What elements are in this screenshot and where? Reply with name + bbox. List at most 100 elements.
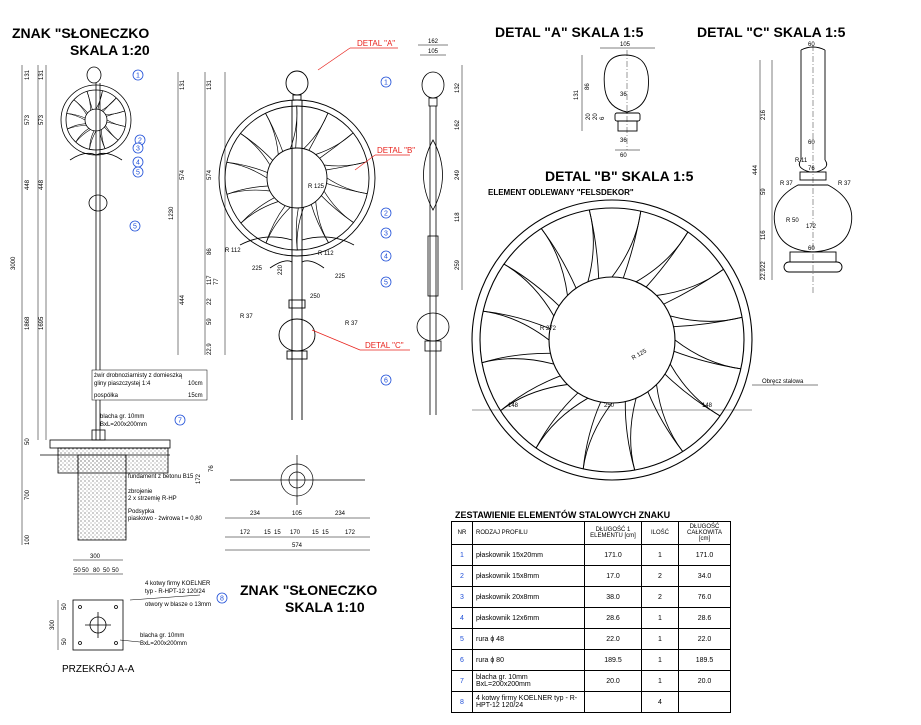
sun-ray-edge: [588, 209, 600, 279]
sun-ray-edge: [73, 99, 88, 114]
cell-len: 28.6: [584, 607, 642, 629]
cell-total: 20.0: [678, 670, 731, 692]
sun-ray: [326, 177, 368, 195]
sun-ray-edge: [226, 185, 269, 195]
dim-448: 448: [25, 179, 31, 190]
mid-dim-22-9: 22.9: [207, 343, 213, 355]
sun-ray: [635, 231, 689, 283]
sun-ray-edge: [535, 392, 579, 449]
callout-detal-c: DETAL "C": [365, 341, 404, 350]
cell-len: 189.5: [584, 649, 642, 671]
detail-c: [759, 45, 853, 295]
cell-len: 17.0: [584, 565, 642, 587]
marker-label: 7: [178, 418, 182, 425]
sun-ray-edge: [89, 130, 95, 150]
dim-3000: 3000: [11, 256, 17, 270]
mid-225b: 225: [335, 274, 346, 280]
cell-nr: 5: [451, 628, 473, 650]
table-title: ZESTAWIENIE ELEMENTÓW STALOWYCH ZNAKU: [455, 510, 671, 520]
cell-nr: 3: [451, 586, 473, 608]
a-6: 6: [600, 116, 606, 120]
sun-ray: [587, 209, 594, 282]
mid-dim-117: 117: [207, 275, 213, 285]
sun-ray-edge: [265, 113, 284, 152]
note-pospolka-dim: 15cm: [188, 393, 203, 399]
th-len: DŁUGOŚĆ 1 ELEMENTU [cm]: [584, 521, 642, 545]
table-header-row: NR RODZAJ PROFILU DŁUGOŚĆ 1 ELEMENTU [cm…: [451, 521, 731, 545]
marker-label: 2: [138, 138, 142, 145]
note-zbrojenie1: zbrojenie: [128, 489, 153, 495]
marker-circle: [380, 76, 392, 88]
title-detail-a: DETAL "A" SKALA 1:5: [495, 24, 644, 40]
title-left-line2: SKALA 1:20: [70, 42, 150, 58]
sun-ray-edge: [624, 401, 636, 471]
sun-ray-edge: [647, 391, 684, 452]
rod-249: 249: [455, 169, 461, 180]
marker-label: 6: [384, 378, 388, 385]
c-22: 22: [761, 261, 767, 268]
c-r37a: R 37: [780, 181, 793, 187]
a-86: 86: [585, 83, 591, 90]
mid-dim-574: 574: [180, 169, 186, 180]
cell-qty: 1: [641, 544, 679, 566]
sun-ray-edge: [106, 121, 126, 127]
section-a-a: [57, 559, 201, 651]
note-gravel1: żwir drobnoziarnisty z domieszką: [94, 373, 183, 379]
sec-50a: 50: [74, 568, 81, 574]
cell-total: 171.0: [678, 544, 731, 566]
cell-len: [584, 691, 642, 713]
foundation-notes: żwir drobnoziarnisty z domieszką gliny p…: [91, 369, 208, 522]
c-216: 216: [761, 109, 767, 120]
sun-ray-edge: [500, 375, 561, 412]
rod-118: 118: [455, 212, 461, 222]
sun-ray-edge: [308, 112, 329, 151]
subtitle-detail-b: ELEMENT ODLEWANY "FELSDEKOR": [488, 188, 634, 197]
plan-172: 172: [196, 473, 202, 484]
plan-105: 105: [292, 511, 303, 517]
sun-ray: [105, 125, 119, 141]
dim-131: 131: [25, 69, 31, 80]
cell-qty: 1: [641, 628, 679, 650]
rod-259: 259: [455, 259, 461, 270]
note-podsypka2: piaskowo - żwirowa t = 0,80: [128, 516, 203, 522]
cell-total: 22.0: [678, 628, 731, 650]
sun-ray: [323, 190, 354, 223]
sun-ray-edge: [66, 113, 86, 119]
note-podsypka1: Podsypka: [128, 509, 155, 515]
sun-ray: [315, 132, 354, 155]
sun-ray: [240, 201, 279, 224]
sun-ray-edge: [321, 195, 354, 223]
mid-r112a: R 112: [225, 248, 241, 254]
marker-circle: [129, 220, 141, 232]
sun-ray: [540, 228, 568, 296]
cell-len: 171.0: [584, 544, 642, 566]
sun-ray-edge: [326, 183, 368, 195]
mid-dim-77: 77: [214, 278, 220, 285]
c-116: 116: [761, 230, 767, 240]
mid-dim-59: 59: [207, 318, 213, 325]
sun-ray-edge: [481, 352, 551, 364]
marker-label: 4: [136, 160, 140, 167]
marker-label: 5: [384, 280, 388, 287]
cell-total: 28.6: [678, 607, 731, 629]
small-elevation-dim-lines: [21, 65, 47, 545]
cell-nr: 8: [451, 691, 473, 713]
cell-total: [678, 691, 731, 713]
sun-ray-edge: [622, 211, 642, 279]
sun-ray-edge: [483, 310, 551, 330]
a-105: 105: [620, 42, 631, 48]
plan-172a: 172: [240, 530, 251, 536]
plan-234b: 234: [335, 511, 346, 517]
sun-ray-edge: [99, 130, 106, 149]
rod-162b: 162: [455, 119, 461, 130]
main-dim-lines: [177, 72, 226, 355]
c-60c: 60: [808, 246, 815, 252]
cell-qty: 2: [641, 565, 679, 587]
title-detail-b: DETAL "B" SKALA 1:5: [545, 168, 694, 184]
cell-profil: płaskownik 20x8mm: [472, 586, 585, 608]
cell-nr: 7: [451, 670, 473, 692]
cell-total: 76.0: [678, 586, 731, 608]
mid-dim-574b: 574: [207, 169, 213, 180]
